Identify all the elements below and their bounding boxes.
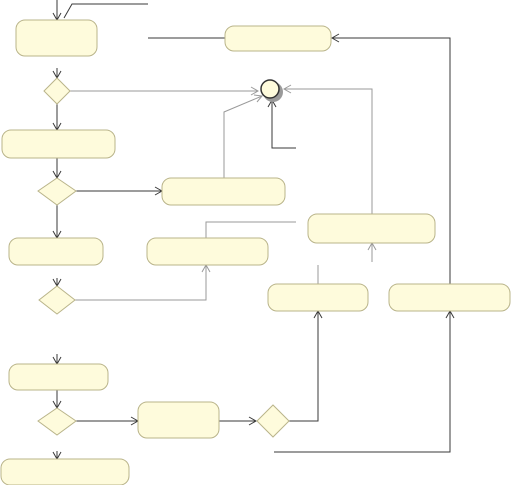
edge-over-a6 [205, 221, 296, 238]
edge-d5-a9 [289, 311, 319, 422]
arrow-head [248, 416, 258, 426]
decision-node-4[interactable] [37, 407, 77, 436]
action-node-11[interactable] [137, 401, 220, 439]
edges [52, 0, 455, 461]
action-node-3[interactable] [1, 129, 116, 159]
action-node-7[interactable] [8, 363, 109, 391]
edge-return-to-a2 [332, 37, 451, 284]
edge-initial-2 [63, 3, 148, 19]
decision-nodes [37, 77, 290, 438]
decision-node-3[interactable] [38, 285, 76, 315]
decision-node-1[interactable] [43, 77, 71, 105]
action-node-12[interactable] [0, 458, 130, 485]
arrow-head [282, 84, 292, 94]
action-node-10[interactable] [388, 283, 511, 312]
arrow-head [253, 94, 263, 103]
edge-a4-final [223, 95, 263, 178]
action-node-9[interactable] [267, 283, 369, 312]
decision-node-5[interactable] [256, 404, 290, 438]
decision-node-2[interactable] [37, 177, 77, 206]
activity-final-node[interactable] [260, 79, 283, 102]
action-node-5[interactable] [8, 237, 104, 266]
action-node-2[interactable] [224, 25, 332, 52]
action-nodes [0, 19, 511, 485]
action-node-1[interactable] [15, 19, 98, 57]
action-node-8[interactable] [307, 213, 436, 244]
edge-side-final [271, 100, 296, 149]
edge-a8-final [284, 88, 373, 214]
arrow-head [250, 86, 260, 96]
final-node-circle [260, 79, 280, 99]
action-node-6[interactable] [146, 237, 269, 266]
edge-d3-a6 [75, 265, 207, 301]
edge-bottom-a10 [274, 311, 451, 453]
arrow-head [330, 33, 340, 43]
action-node-4[interactable] [161, 177, 286, 206]
